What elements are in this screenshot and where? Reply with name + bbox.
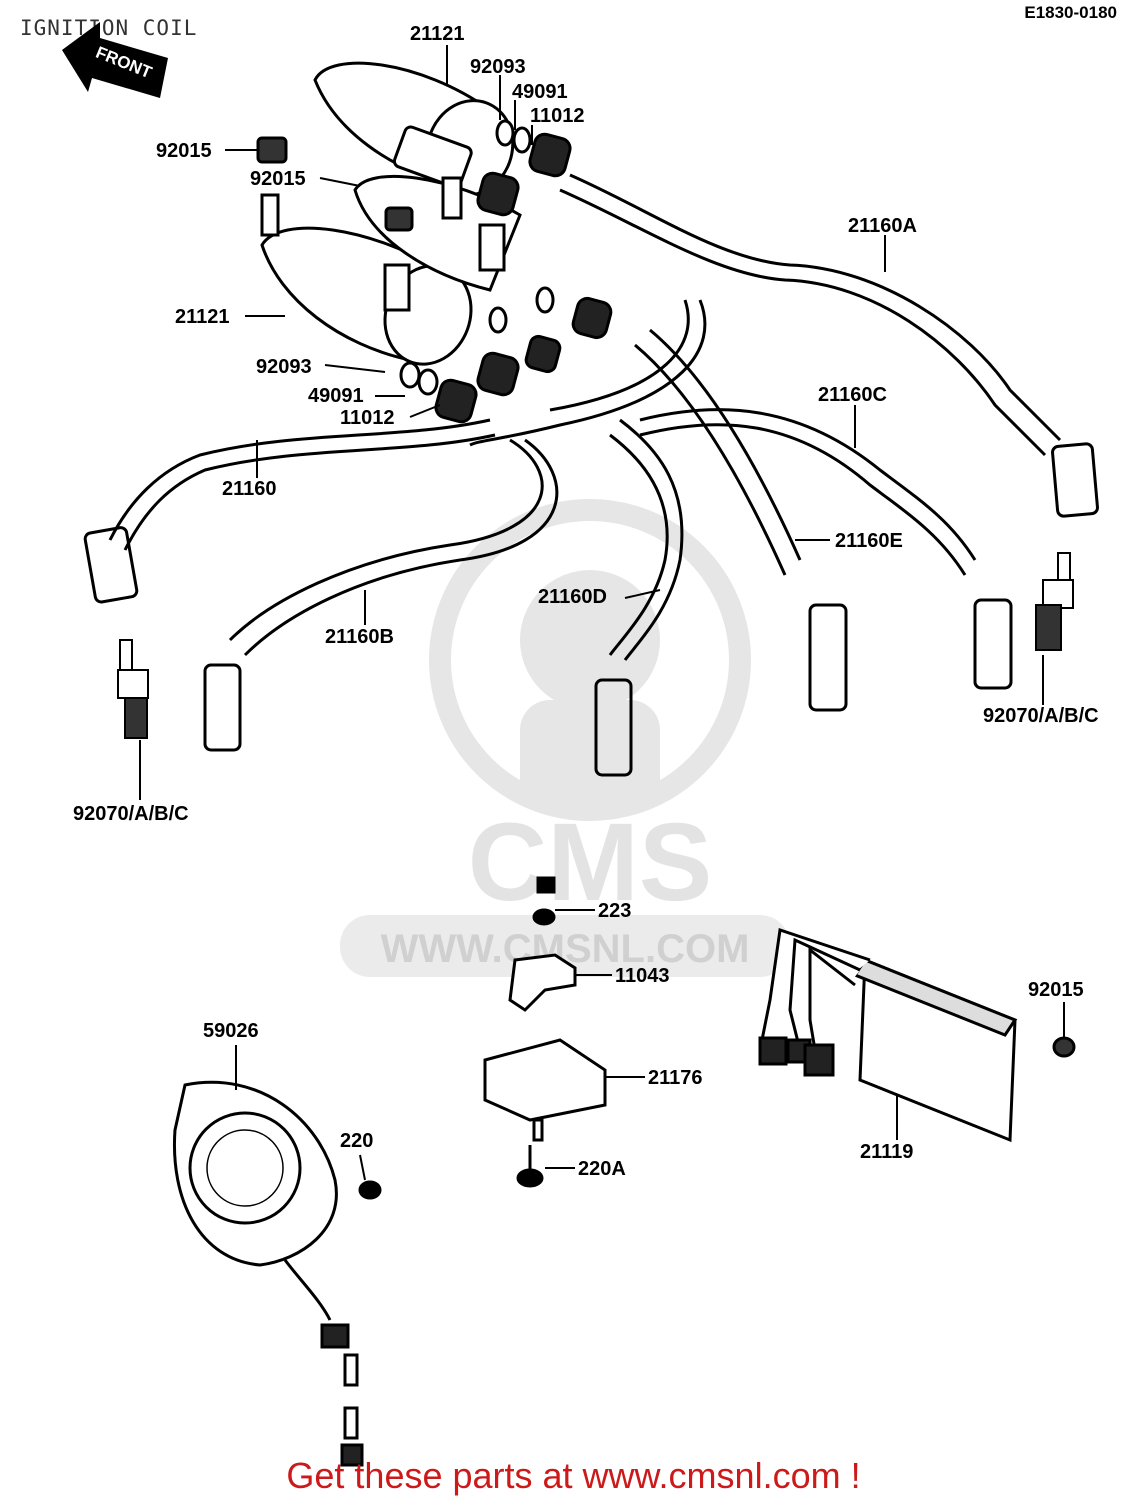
label-plug-cap-top: 11012 (530, 105, 585, 127)
label-lead-e: 21160E (835, 530, 903, 552)
diagram-title: IGNITION COIL (20, 16, 198, 40)
label-pickup: 59026 (203, 1020, 259, 1042)
label-coil-lower: 21121 (175, 306, 230, 328)
igniter-assembly (483, 876, 607, 1188)
label-nut-right: 92015 (1028, 979, 1084, 1001)
part-labels: 21121 92093 49091 11012 92015 92015 2112… (73, 23, 1099, 1180)
label-screw-223: 223 (598, 900, 631, 922)
label-seal-low: 49091 (308, 385, 364, 407)
label-nut-left: 92015 (156, 140, 212, 162)
label-bracket: 11043 (615, 965, 670, 987)
pickup-coil-assembly (172, 1080, 382, 1467)
ic-igniter-unit (758, 928, 1076, 1143)
spark-plug-leads (83, 173, 1099, 777)
leader-lines (139, 45, 1065, 1181)
watermark-brand: CMS (468, 801, 712, 924)
label-cap-low: 92093 (256, 356, 312, 378)
label-plug-cap-low: 11012 (340, 407, 395, 429)
label-screw-220a: 220A (578, 1158, 626, 1180)
label-ic-unit: 21119 (860, 1141, 913, 1163)
label-plug-left: 92070/A/B/C (73, 803, 189, 825)
cms-watermark: CMS WWW.CMSNL.COM (340, 499, 790, 977)
label-coil-upper: 21121 (410, 23, 465, 45)
label-lead-b: 21160B (325, 626, 394, 648)
ignition-coil-assembly (256, 61, 613, 424)
label-nut-mid: 92015 (250, 168, 306, 190)
spark-plug-right (1035, 552, 1074, 705)
label-lead-d: 21160D (538, 586, 607, 608)
label-seal-top: 49091 (512, 81, 568, 103)
footer-promo-text: Get these parts at www.cmsnl.com ! (286, 1455, 861, 1496)
label-screw-220: 220 (340, 1130, 373, 1152)
label-lead-c: 21160C (818, 384, 887, 406)
label-plug-right: 92070/A/B/C (983, 705, 1099, 727)
front-arrow-icon: FRONT (62, 22, 168, 98)
label-lead-main: 21160 (222, 478, 277, 500)
spark-plug-left (117, 639, 149, 790)
label-lead-a: 21160A (848, 215, 917, 237)
label-cap-top: 92093 (470, 56, 526, 78)
diagram-code: E1830-0180 (1024, 3, 1117, 22)
label-igniter: 21176 (648, 1067, 703, 1089)
